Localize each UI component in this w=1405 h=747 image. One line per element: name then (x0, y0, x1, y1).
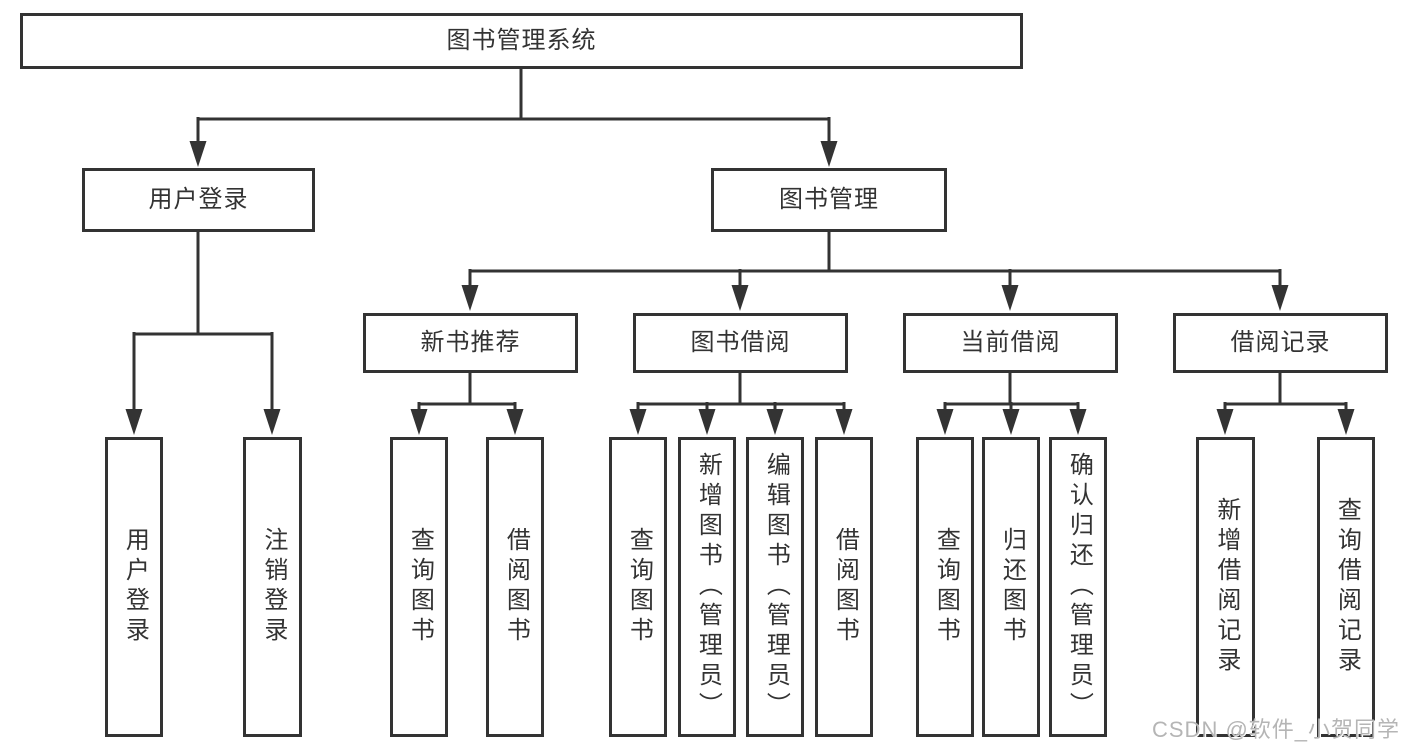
leaf-user-login: 用户登录 (105, 437, 163, 737)
leaf-add-books-admin: 新增图书（管理员） (678, 437, 736, 737)
node-user-login: 用户登录 (82, 168, 315, 232)
leaf-confirm-return-admin: 确认归还（管理员） (1049, 437, 1107, 737)
connector-borrowing-to-leaves (636, 371, 846, 413)
connector-mgmt-to-level3 (468, 230, 1282, 289)
connector-recommend-to-leaves (417, 371, 517, 413)
connector-root-to-level2 (196, 66, 831, 145)
leaf-add-borrow-record: 新增借阅记录 (1196, 437, 1255, 737)
connector-current-to-leaves (943, 371, 1080, 413)
leaf-query-books-borrowing: 查询图书 (609, 437, 667, 737)
node-book-borrowing: 图书借阅 (633, 313, 848, 373)
connector-login-to-leaves (132, 230, 274, 413)
leaf-edit-books-admin: 编辑图书（管理员） (746, 437, 804, 737)
node-current-borrowing: 当前借阅 (903, 313, 1118, 373)
leaf-return-books: 归还图书 (982, 437, 1040, 737)
node-library-system: 图书管理系统 (20, 13, 1023, 69)
connector-records-to-leaves (1223, 371, 1348, 413)
leaf-borrow-books-recommend: 借阅图书 (486, 437, 544, 737)
csdn-watermark: CSDN @软件_小贺同学 (1152, 717, 1401, 742)
node-book-management: 图书管理 (711, 168, 947, 232)
node-borrowing-records: 借阅记录 (1173, 313, 1388, 373)
node-new-book-recommend: 新书推荐 (363, 313, 578, 373)
leaf-borrow-books-borrowing: 借阅图书 (815, 437, 873, 737)
leaf-query-books-current: 查询图书 (916, 437, 974, 737)
leaf-logout: 注销登录 (243, 437, 302, 737)
leaf-query-borrow-record: 查询借阅记录 (1317, 437, 1375, 737)
leaf-query-books-recommend: 查询图书 (390, 437, 448, 737)
